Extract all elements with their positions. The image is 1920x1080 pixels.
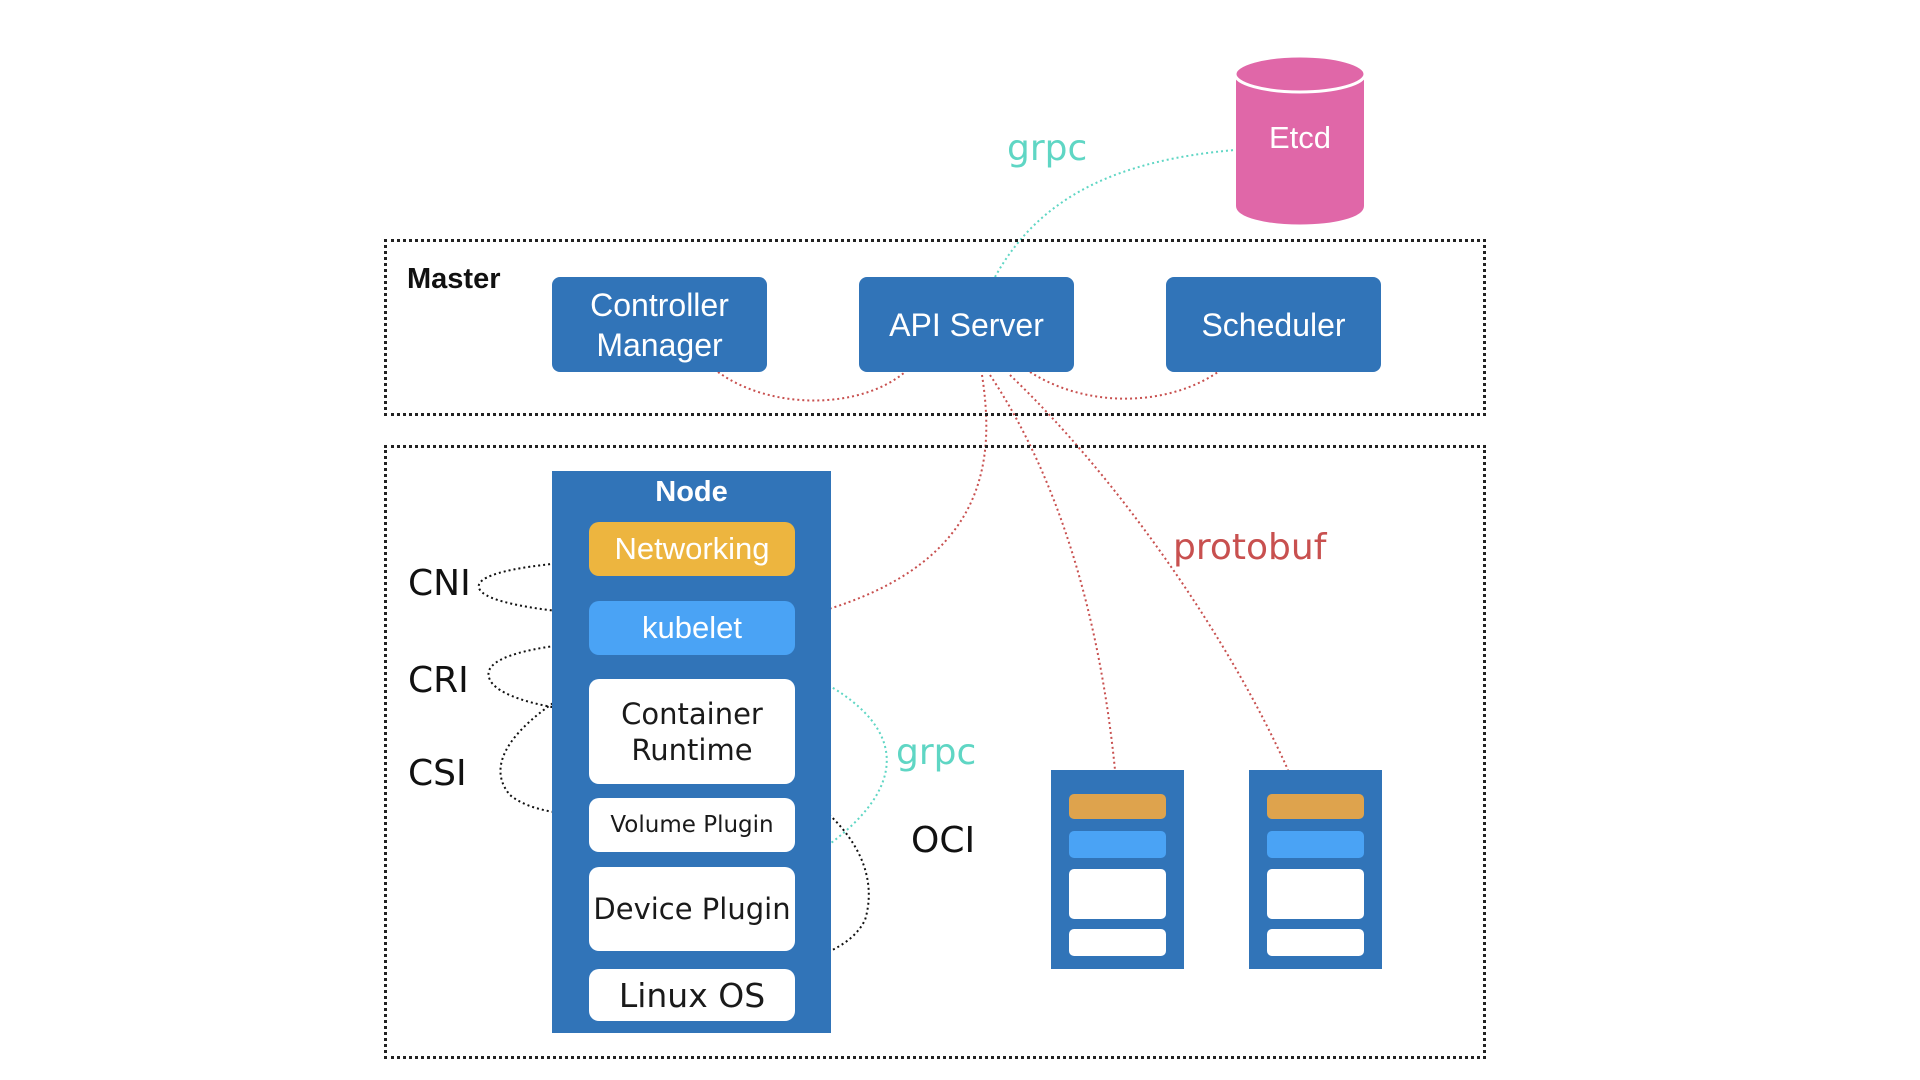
linux-os-label: Linux OS bbox=[618, 975, 766, 1015]
etcd-label: Etcd bbox=[1268, 120, 1332, 155]
device-plugin-label: Device Plugin bbox=[593, 892, 791, 926]
mini-node-networking-bar bbox=[1069, 794, 1166, 819]
mini-node-kubelet-bar bbox=[1267, 831, 1364, 858]
controller-manager-box: Controller Manager bbox=[552, 277, 767, 372]
mini-node-runtime-bar bbox=[1267, 869, 1364, 919]
protobuf-label: protobuf bbox=[1173, 527, 1327, 568]
mini-node-b bbox=[1249, 770, 1382, 969]
mini-node-a bbox=[1051, 770, 1184, 969]
api-server-box: API Server bbox=[859, 277, 1074, 372]
mini-node-kubelet-bar bbox=[1069, 831, 1166, 858]
device-plugin-box: Device Plugin bbox=[589, 867, 795, 951]
networking-label: Networking bbox=[614, 531, 770, 566]
csi-label: CSI bbox=[408, 753, 467, 794]
linux-os-box: Linux OS bbox=[589, 969, 795, 1021]
grpc-node-label: grpc bbox=[896, 732, 977, 773]
master-title: Master bbox=[407, 263, 501, 295]
mini-node-networking-bar bbox=[1267, 794, 1364, 819]
api-server-label: API Server bbox=[889, 306, 1044, 343]
volume-plugin-label: Volume Plugin bbox=[610, 812, 774, 838]
controller-manager-label: Controller Manager bbox=[590, 286, 729, 363]
grpc-etcd-label: grpc bbox=[1007, 128, 1088, 169]
networking-box: Networking bbox=[589, 522, 795, 576]
kubelet-box: kubelet bbox=[589, 601, 795, 655]
node-title: Node bbox=[655, 476, 728, 508]
scheduler-box: Scheduler bbox=[1166, 277, 1381, 372]
mini-node-os-bar bbox=[1069, 929, 1166, 956]
master-zone bbox=[384, 239, 1486, 416]
container-runtime-label: Container Runtime bbox=[621, 696, 763, 767]
mini-node-os-bar bbox=[1267, 929, 1364, 956]
oci-label: OCI bbox=[911, 820, 976, 861]
kubelet-label: kubelet bbox=[642, 610, 742, 645]
cni-label: CNI bbox=[408, 563, 471, 604]
etcd-cylinder-icon bbox=[1233, 54, 1367, 227]
cri-label: CRI bbox=[408, 660, 469, 701]
volume-plugin-box: Volume Plugin bbox=[589, 798, 795, 852]
mini-node-runtime-bar bbox=[1069, 869, 1166, 919]
container-runtime-box: Container Runtime bbox=[589, 679, 795, 784]
node-zone bbox=[384, 445, 1486, 1059]
scheduler-label: Scheduler bbox=[1201, 306, 1346, 343]
